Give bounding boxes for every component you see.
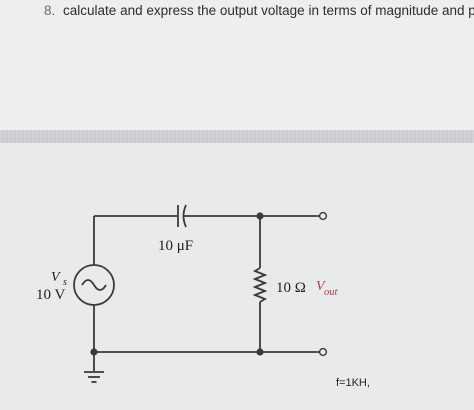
ground-symbol — [84, 371, 104, 383]
frequency-label: f=1KH, — [336, 377, 370, 389]
bottom-junction-dot — [256, 348, 264, 356]
section-divider — [0, 130, 474, 143]
source-symbol-label: V — [51, 270, 61, 285]
output-subscript-label: out — [324, 287, 339, 298]
capacitor-symbol — [177, 204, 187, 228]
resistor-label: 10 Ω — [276, 280, 306, 296]
top-junction-dot — [256, 212, 264, 220]
question-text: 8. calculate and express the output volt… — [44, 3, 474, 18]
capacitor-label: 10 μF — [158, 238, 193, 254]
question-number: 8. — [44, 3, 56, 18]
source-subscript-label: s — [63, 277, 67, 288]
resistor-symbol — [252, 267, 268, 303]
output-terminal-bottom — [318, 347, 328, 357]
question-body: calculate and express the output voltage… — [63, 3, 474, 18]
source-value-label: 10 V — [36, 287, 65, 303]
ground-junction-dot — [90, 348, 98, 356]
output-symbol-label: V — [316, 279, 326, 294]
ac-source-symbol — [73, 264, 115, 306]
rc-circuit-diagram: 10 μF V s 10 V 10 Ω V out — [36, 204, 339, 383]
output-terminal-top — [318, 211, 328, 221]
question-area — [0, 0, 474, 130]
